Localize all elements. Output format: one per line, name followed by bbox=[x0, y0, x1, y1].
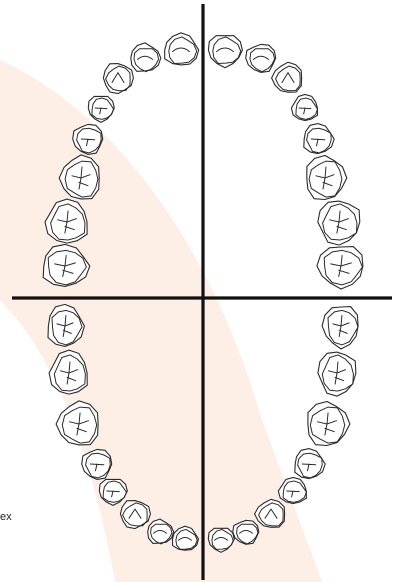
tooth-crown-outline bbox=[165, 33, 199, 65]
tooth-upper-right-lateral-incisor bbox=[131, 43, 161, 72]
tooth-crown-outline bbox=[317, 247, 363, 289]
tooth-upper-right-canine bbox=[103, 64, 133, 94]
tooth-crown-outline bbox=[131, 43, 161, 71]
caption-fragment: ex bbox=[0, 512, 12, 523]
tooth-upper-left-canine bbox=[272, 62, 302, 92]
tooth-upper-right-central-incisor bbox=[165, 33, 199, 65]
tooth-upper-left-second-premolar bbox=[304, 124, 334, 154]
tooth-crown-outline bbox=[322, 307, 358, 349]
tooth-upper-left-second-molar bbox=[318, 201, 360, 245]
tooth-lower-right-second-premolar bbox=[82, 449, 112, 479]
tooth-upper-left-lateral-incisor bbox=[246, 44, 276, 72]
tooth-upper-left-third-molar bbox=[317, 247, 363, 289]
tooth-lower-right-first-molar bbox=[56, 401, 98, 445]
tooth-lower-left-second-molar bbox=[318, 352, 356, 396]
tooth-crown-outline bbox=[103, 64, 133, 94]
tooth-upper-right-first-premolar bbox=[88, 96, 114, 122]
tooth-upper-left-first-molar bbox=[307, 156, 347, 200]
tooth-upper-left-first-premolar bbox=[291, 95, 317, 121]
tooth-lower-left-first-molar bbox=[308, 402, 350, 446]
tooth-lower-left-third-molar bbox=[322, 307, 358, 349]
tooth-lower-left-second-premolar bbox=[295, 449, 325, 479]
tooth-upper-left-central-incisor bbox=[208, 36, 242, 68]
